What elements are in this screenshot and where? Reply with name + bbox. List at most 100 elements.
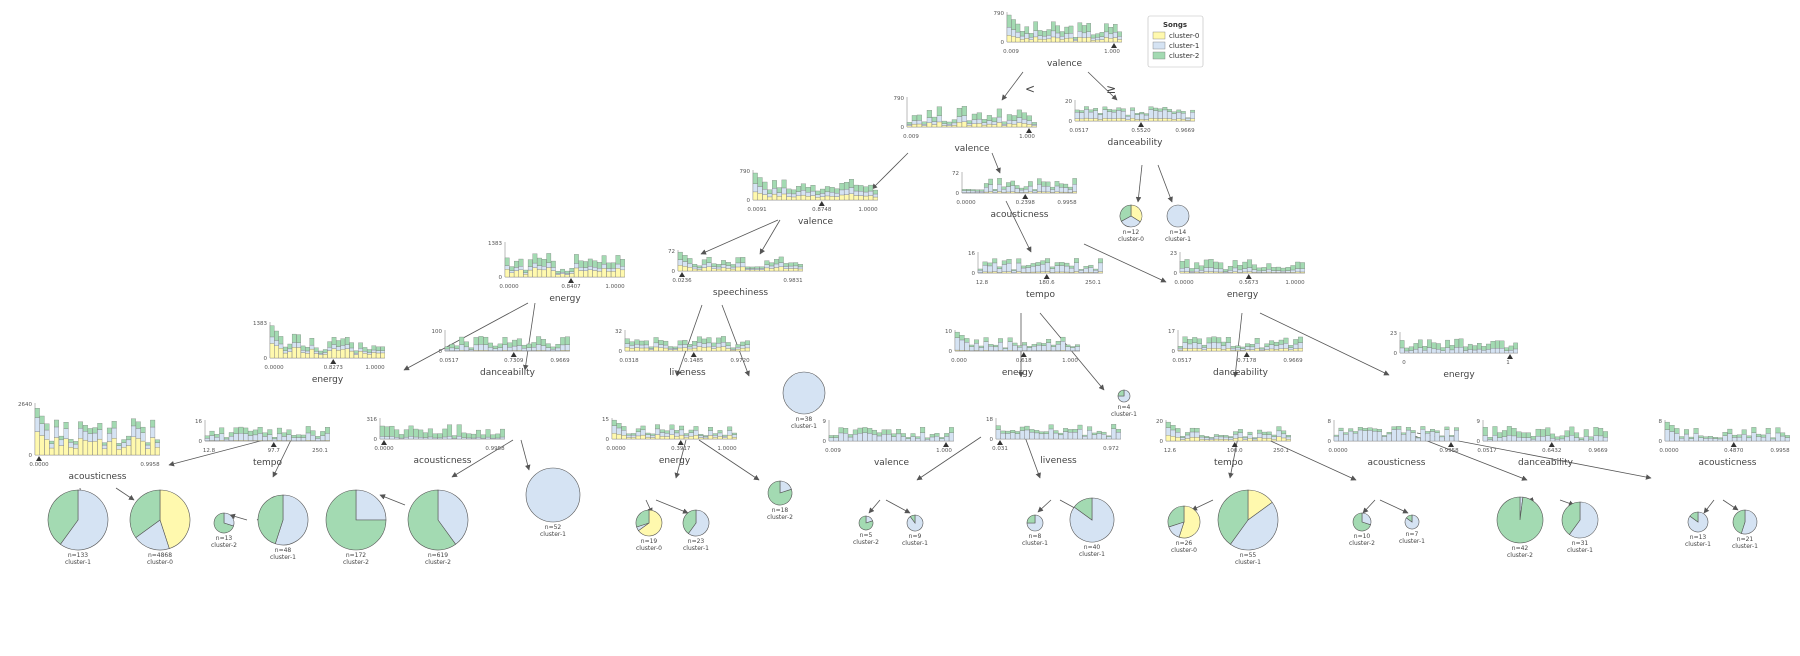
histogram-bar [992, 189, 998, 191]
histogram-bar [1025, 265, 1031, 268]
histogram-bar [1042, 35, 1047, 40]
histogram-bar [620, 259, 625, 267]
histogram-bar [725, 268, 731, 272]
tree-leaves: n=12cluster-0n=14cluster-1n=38cluster-1n… [47, 204, 1758, 566]
histogram-bar [1269, 348, 1275, 352]
histogram-bar [314, 353, 319, 359]
histogram-bar [1492, 426, 1498, 436]
legend-label: cluster-1 [1169, 42, 1199, 50]
histogram-bar [73, 441, 79, 445]
histogram-bar [92, 432, 98, 442]
tick-label: 1.0000 [365, 365, 385, 371]
histogram-bar [996, 116, 1002, 123]
tick-label: 0.6432 [1542, 448, 1561, 454]
histogram-bar [1107, 111, 1112, 119]
histogram-bar [679, 425, 685, 431]
histogram-bar [1717, 437, 1723, 440]
histogram-bar [1106, 435, 1112, 437]
histogram-bar [721, 260, 726, 265]
histogram-bar [615, 263, 621, 269]
histogram-bar [1042, 31, 1047, 37]
histogram-bar [693, 430, 699, 436]
histogram-bar [601, 263, 607, 269]
histogram-bar [394, 429, 400, 438]
histogram-bar [471, 433, 477, 439]
histogram-bar [497, 347, 503, 351]
legend-swatch [1152, 41, 1166, 50]
leaf-class: cluster-1 [1235, 559, 1261, 566]
histogram-bar [555, 274, 561, 278]
histogram-bar [1245, 346, 1251, 350]
leaf-class: cluster-1 [1399, 538, 1425, 545]
histogram-bar [1187, 348, 1193, 352]
histogram-bar [1075, 344, 1080, 347]
histogram-bar [639, 340, 645, 346]
histogram-bar [512, 345, 518, 351]
histogram-bar [783, 268, 789, 272]
histogram-bar [995, 429, 1001, 440]
histogram-bar [959, 339, 965, 351]
feature-name: speechiness [713, 288, 769, 298]
histogram-bar [1194, 431, 1200, 438]
histogram-bar [309, 344, 315, 350]
y-max-label: 16 [968, 251, 975, 257]
histogram-bar [1086, 37, 1091, 43]
histogram-bar [597, 270, 602, 278]
tick-label: 1.000 [1104, 49, 1120, 55]
histogram-bar [1070, 346, 1076, 348]
histogram-bar [447, 424, 453, 437]
histogram-bar [920, 427, 926, 433]
histogram-bar [852, 429, 858, 435]
histogram-bar [1072, 178, 1077, 185]
histogram-bar [1454, 347, 1459, 354]
histogram-bar [759, 268, 765, 270]
histogram-bar [1780, 435, 1786, 442]
histogram-bar [1113, 32, 1118, 38]
histogram-bar [116, 443, 122, 446]
histogram-bar [1084, 106, 1089, 110]
histogram-bar [1032, 190, 1038, 193]
histogram-bar [274, 345, 279, 359]
histogram-bar [653, 337, 659, 344]
histogram-bar [1280, 270, 1286, 273]
y-max-label: 17 [1168, 329, 1175, 335]
histogram-bar [1293, 348, 1299, 352]
histogram-bar [1113, 37, 1118, 43]
histogram-bar [1579, 437, 1584, 440]
histogram-bar [1736, 434, 1742, 438]
histogram-bar [992, 258, 998, 264]
histogram-bar [939, 438, 945, 442]
histogram-bar [262, 436, 268, 441]
histogram-bar [1026, 346, 1032, 348]
tick-label: 0.8273 [324, 365, 344, 371]
histogram-bar [951, 119, 957, 124]
histogram-bar [640, 425, 646, 431]
histogram-bar [497, 343, 503, 348]
histogram-bar [843, 428, 849, 434]
histogram-bar [858, 191, 864, 196]
pie-slice [1217, 489, 1249, 545]
histogram-bar [1770, 437, 1776, 440]
histogram-bar [1545, 427, 1551, 436]
histogram-bar [1029, 432, 1035, 440]
histogram-bar [1189, 268, 1195, 272]
histogram-bar [1021, 265, 1026, 269]
histogram-bar [1006, 259, 1012, 264]
histogram-bar [1216, 348, 1222, 352]
histogram-bar [698, 435, 704, 438]
histogram-bar [708, 427, 713, 431]
histogram-bar [981, 122, 987, 126]
histogram-bar [384, 426, 390, 437]
histogram-bar [1101, 434, 1107, 440]
histogram-bar [418, 437, 424, 440]
histogram-bar [145, 448, 151, 456]
histogram-bar [1425, 431, 1431, 434]
tick-label: 0.0517 [1477, 448, 1497, 454]
histogram-bar [631, 434, 636, 438]
histogram-bar [1046, 29, 1052, 36]
histogram-bar [1257, 433, 1263, 438]
histogram-bar [1420, 426, 1426, 430]
histogram-bar [1221, 341, 1226, 346]
